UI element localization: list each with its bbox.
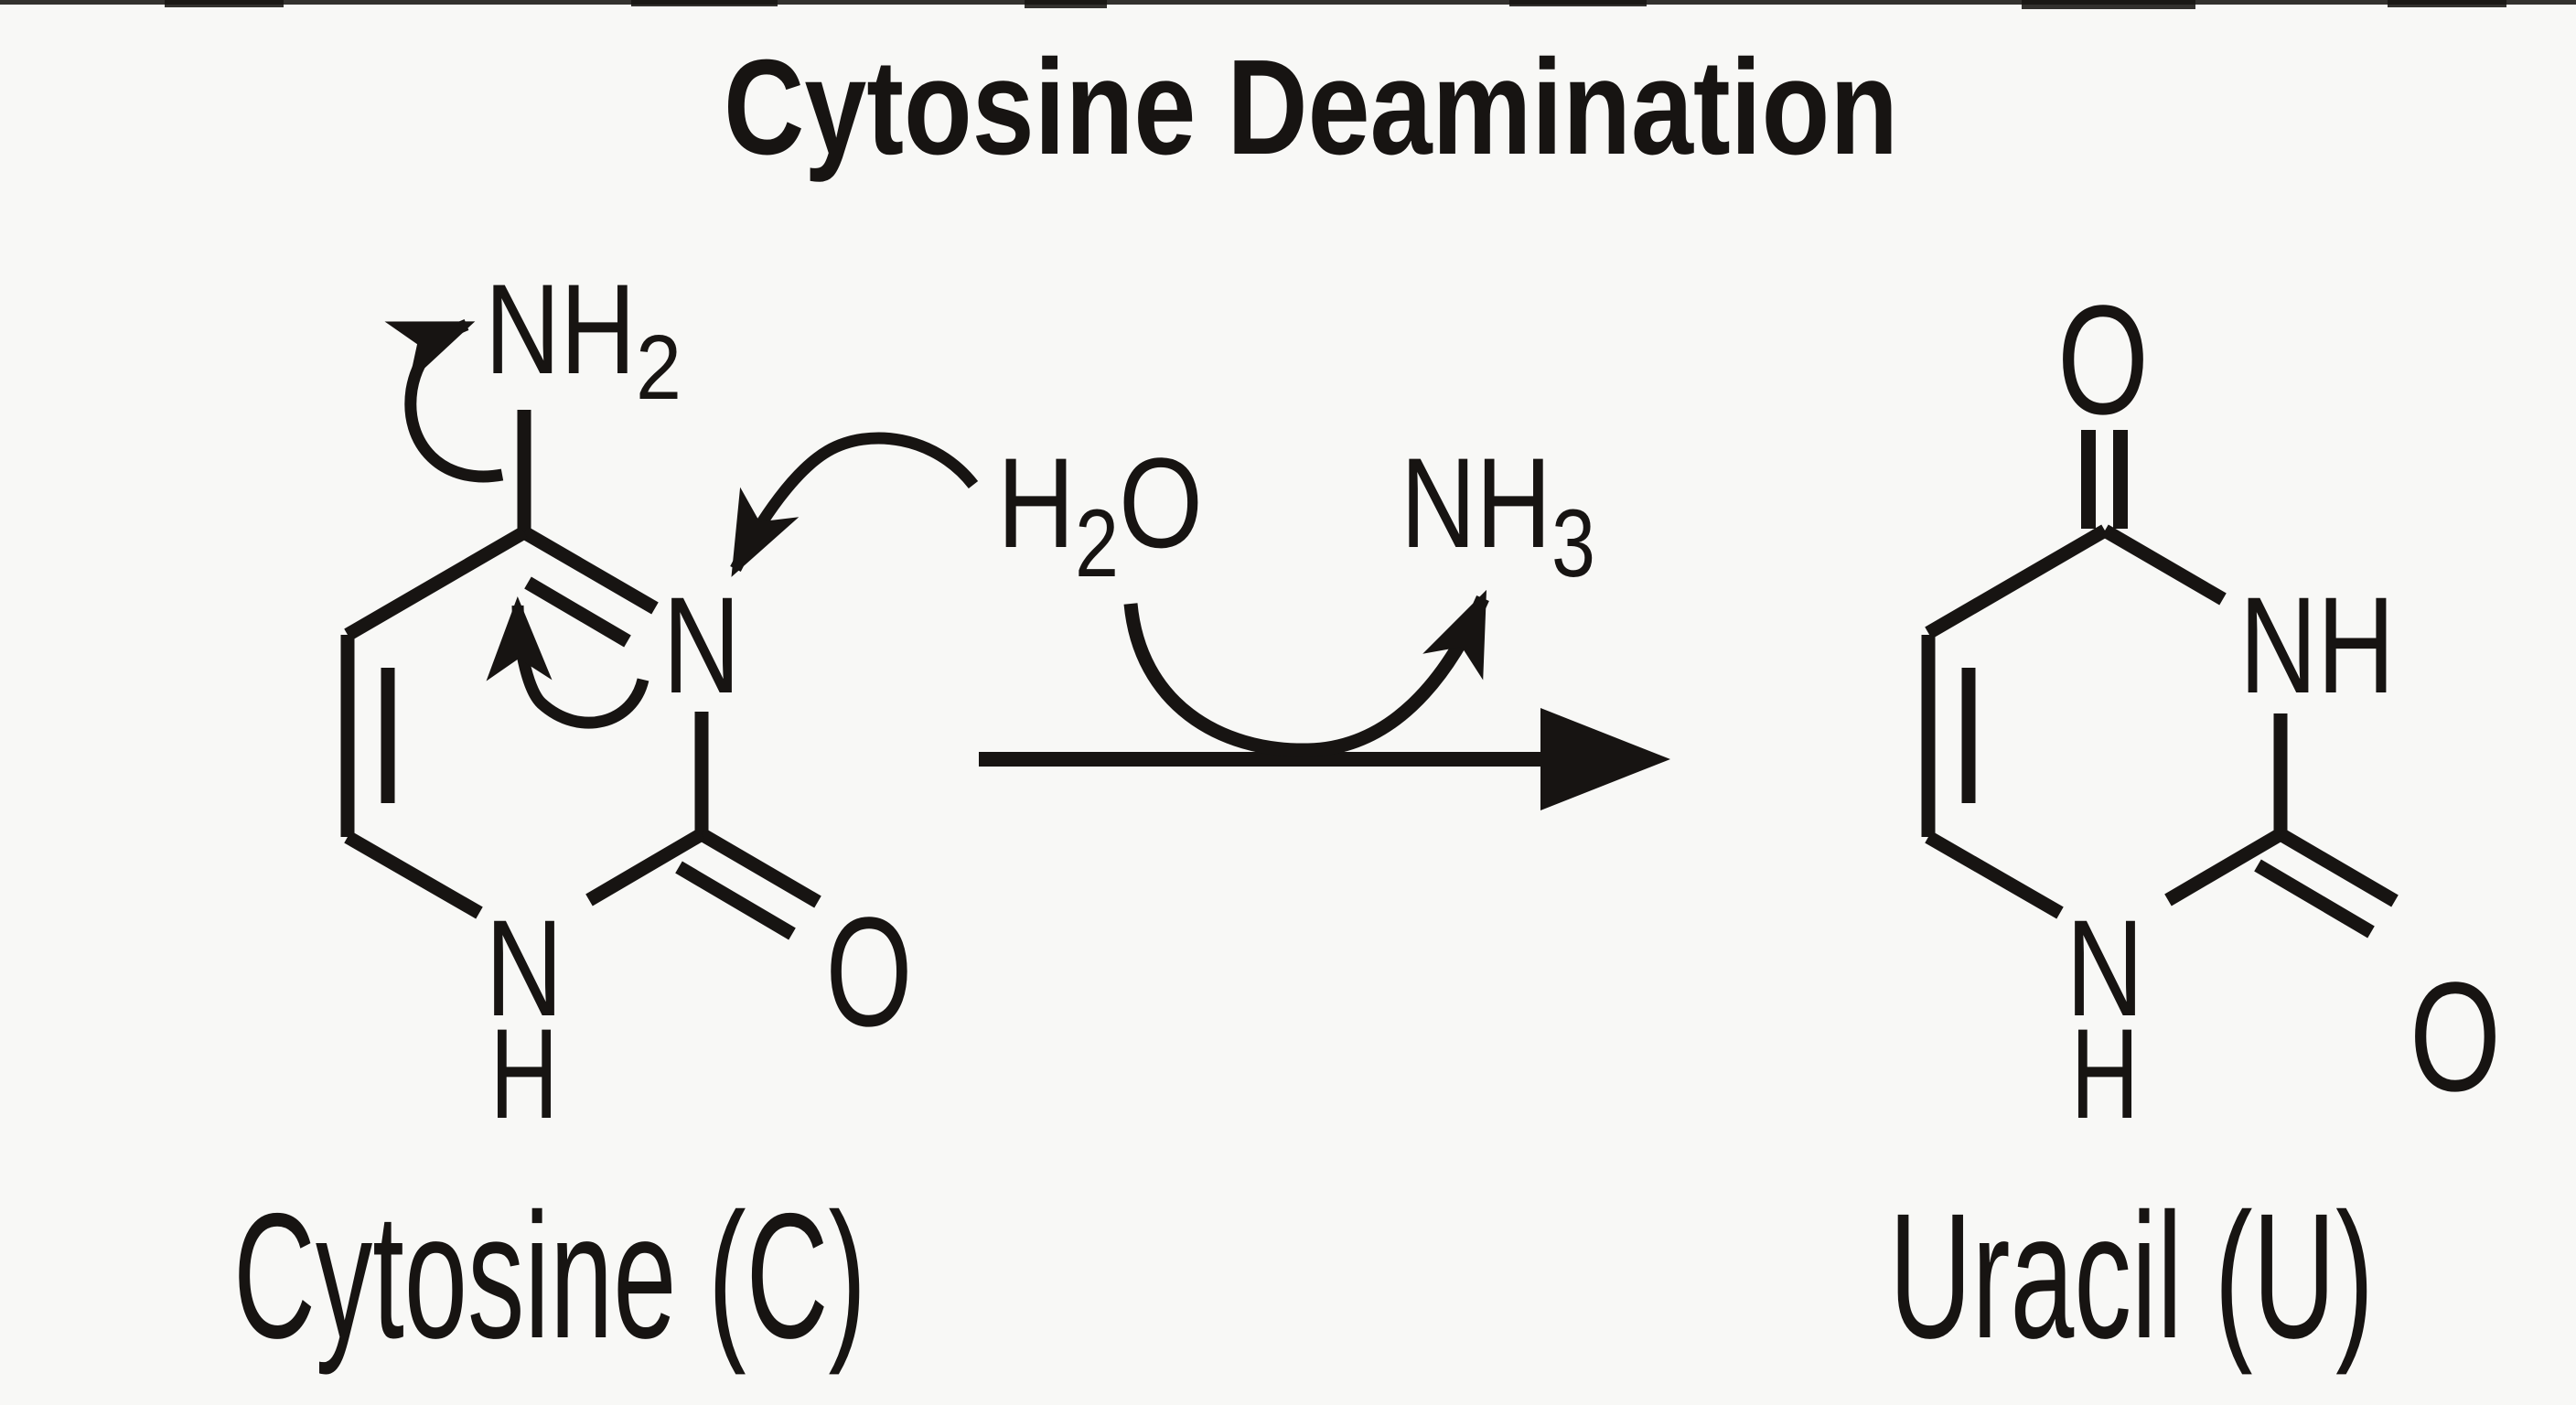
bond-c4-n3 — [2101, 524, 2227, 606]
bond-c4-c5 — [1925, 524, 2109, 639]
water-h: H — [997, 431, 1075, 574]
bond-c4-n3-inner — [524, 576, 631, 648]
cytosine-carbonyl-o-label: O — [826, 885, 913, 1059]
cytosine-n1-label: N — [486, 891, 564, 1045]
bond-c2-n1 — [585, 828, 705, 906]
mechanism-arrow-amine — [384, 318, 504, 483]
reaction-arrow-head — [1540, 708, 1670, 810]
bond-n1-c6 — [344, 831, 483, 919]
bond-n1-c6 — [1925, 831, 2064, 919]
mechanism-arrow-ring — [486, 596, 649, 729]
ammonia-symbol: NH — [1401, 431, 1551, 574]
ammonia-subscript: 3 — [1551, 490, 1595, 597]
cytosine-n3-label: N — [663, 568, 741, 722]
amine-symbol: NH — [485, 257, 636, 401]
bond-c4-n3-outer — [521, 526, 659, 615]
water-label: H2O — [997, 431, 1203, 597]
uracil-n1-label: N — [2066, 891, 2144, 1045]
water-subscript: 2 — [1075, 490, 1119, 597]
bond-c2-o-outer — [2277, 828, 2399, 907]
cytosine-n1-h-label: H — [490, 1002, 559, 1145]
uracil-caption: Uracil (U) — [1889, 1176, 2374, 1376]
uracil-nh-label: NH — [2239, 568, 2395, 722]
amine-subscript: 2 — [636, 316, 682, 419]
cytosine-amine-label: NH2 — [485, 257, 682, 419]
ammonia-release-arrow — [1123, 589, 1489, 757]
bond-c5-c4 — [344, 526, 528, 641]
page-title: Cytosine Deamination — [724, 32, 1898, 183]
water-o: O — [1119, 431, 1203, 574]
cytosine-caption: Cytosine (C) — [233, 1176, 866, 1376]
bond-c2-n1 — [2164, 828, 2284, 906]
bond-c2-o-inner — [2254, 859, 2375, 938]
scan-artifact-top — [0, 0, 2576, 9]
bond-c2-o-outer — [698, 828, 821, 908]
uracil-right-o-label: O — [2410, 950, 2501, 1124]
bond-c2-o-inner — [675, 861, 796, 940]
ammonia-label: NH3 — [1401, 431, 1595, 597]
uracil-structure: O NH O N H Uracil (U) — [1889, 273, 2501, 1376]
uracil-top-o-label: O — [2057, 273, 2149, 447]
cytosine-structure: NH2 N O N H Cytosine (C) — [233, 257, 913, 1376]
reaction-arrow — [979, 708, 1670, 810]
water-attack-arrow — [730, 432, 979, 577]
uracil-n1-h-label: H — [2071, 1002, 2140, 1145]
